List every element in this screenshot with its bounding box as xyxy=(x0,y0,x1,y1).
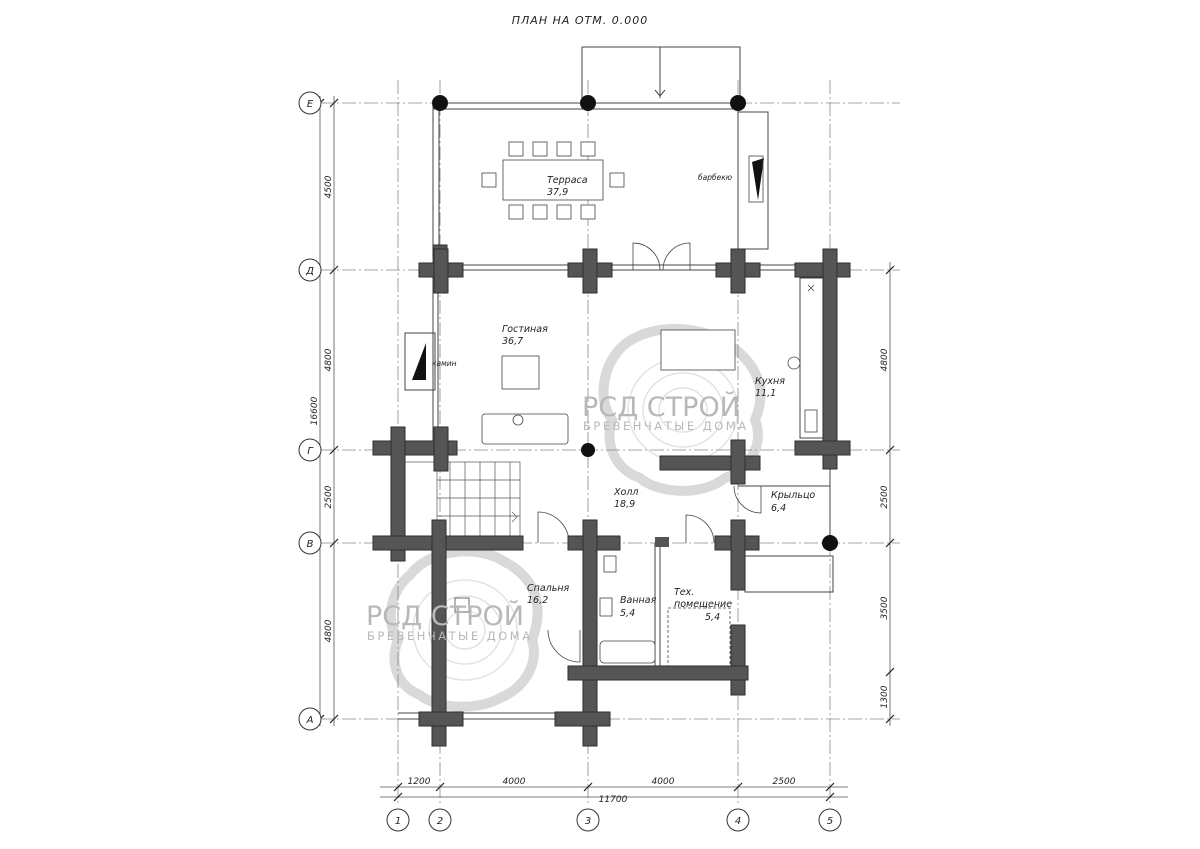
axis-col-5: 5 xyxy=(827,816,833,827)
axis-row-d: Д xyxy=(305,266,314,277)
dim-bottom-4: 2500 xyxy=(773,777,796,787)
dim-right-3: 3500 xyxy=(880,596,890,619)
dim-left-3: 2500 xyxy=(324,485,334,508)
kitchen-fixtures xyxy=(787,284,818,433)
axis-col-4: 4 xyxy=(735,816,741,827)
room-porch-name: Крыльцо xyxy=(771,490,815,501)
dim-left-4: 4800 xyxy=(324,619,334,642)
fireplace xyxy=(412,343,426,380)
plan-title: ПЛАН НА ОТМ. 0.000 xyxy=(512,14,648,27)
room-terrace-name: Терраса xyxy=(547,175,588,186)
dim-left-total: 16600 xyxy=(310,396,320,425)
watermark-tagline-top: БРЕВЕНЧАТЫЕ ДОМА xyxy=(583,419,749,433)
room-kitchen-area: 11,1 xyxy=(755,388,776,399)
room-terrace-area: 37,9 xyxy=(547,187,568,198)
room-bath-name: Ванная xyxy=(620,595,657,606)
room-living-name: Гостиная xyxy=(502,324,548,335)
dim-bottom-3: 4000 xyxy=(652,777,675,787)
axis-row-a: А xyxy=(306,715,314,726)
axis-row-e: Е xyxy=(307,99,314,110)
room-bedroom-name: Спальня xyxy=(527,583,570,594)
axis-col-1: 1 xyxy=(395,816,401,827)
fireplace-label: камин xyxy=(432,359,457,368)
dining-set xyxy=(481,141,625,220)
bbq-grill xyxy=(748,155,764,203)
dim-bottom-total: 11700 xyxy=(599,795,628,805)
axis-col-3: 3 xyxy=(585,816,591,827)
room-kitchen-name: Кухня xyxy=(755,376,785,387)
tech-room-post xyxy=(655,537,669,547)
dim-right-4: 1300 xyxy=(880,685,890,708)
watermark-tagline-bottom: БРЕВЕНЧАТЫЕ ДОМА xyxy=(367,629,533,643)
room-living-area: 36,7 xyxy=(502,336,523,347)
dim-bottom-2: 4000 xyxy=(503,777,526,787)
bath-fixtures xyxy=(454,555,731,667)
room-hall-area: 18,9 xyxy=(614,499,635,510)
room-bedroom-area: 16,2 xyxy=(527,595,548,606)
axis-col-2: 2 xyxy=(437,816,443,827)
room-porch-area: 6,4 xyxy=(771,503,786,514)
staircase xyxy=(404,461,521,539)
dimension-lines xyxy=(315,96,895,802)
doors xyxy=(537,242,762,663)
axis-bubbles-rows: Е Д Г В А xyxy=(298,91,322,731)
room-tech-area: 5,4 xyxy=(705,612,720,623)
dim-left-2: 4800 xyxy=(324,348,334,371)
terrace-outline xyxy=(432,46,769,271)
bbq-label: барбекю xyxy=(698,173,732,182)
watermark-brand-top: РСД СТРОЙ xyxy=(582,391,740,423)
dim-right-2: 2500 xyxy=(880,485,890,508)
room-tech-name2: помещение xyxy=(674,599,732,610)
living-furniture xyxy=(481,329,736,445)
axis-bubbles-columns: 1 2 3 4 5 xyxy=(386,808,842,832)
room-tech-name: Тех. xyxy=(674,587,694,598)
axis-row-g: Г xyxy=(307,446,314,457)
dim-bottom-1: 1200 xyxy=(408,777,431,787)
dim-right-1: 4800 xyxy=(880,348,890,371)
watermark-brand-bottom: РСД СТРОЙ xyxy=(366,600,524,632)
room-hall-name: Холл xyxy=(613,487,638,498)
dim-left-1: 4500 xyxy=(324,175,334,198)
log-crosses xyxy=(372,244,851,747)
axis-row-v: В xyxy=(307,539,314,550)
room-bath-area: 5,4 xyxy=(620,608,635,619)
round-posts xyxy=(432,95,838,551)
